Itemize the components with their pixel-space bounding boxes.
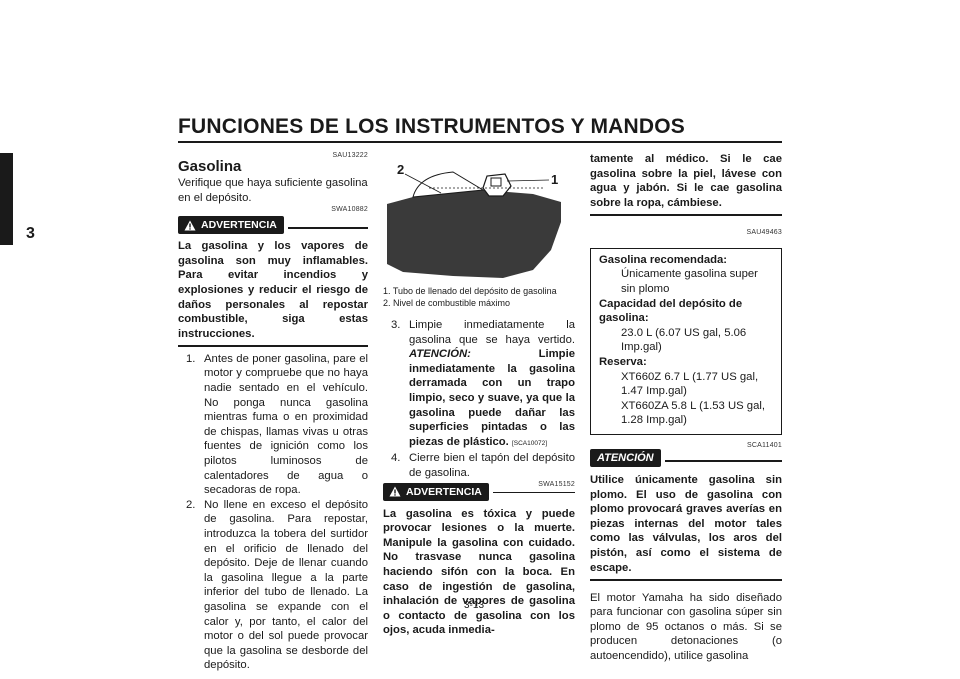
page-title: FUNCIONES DE LOS INSTRUMENTOS Y MANDOS xyxy=(178,115,685,138)
spec-recommended-label: Gasolina recomendada: xyxy=(599,253,728,266)
warning-end-rule xyxy=(590,214,782,216)
fuel-spec-box: Gasolina recomendada: Únicamente gasolin… xyxy=(590,247,782,435)
page-number: 3-13 xyxy=(464,600,485,611)
figure-caption-2: 2. Nivel de combustible máximo xyxy=(383,298,511,308)
column-2: 2 1 1. Tubo de llenado del depósito de g… xyxy=(383,152,575,638)
spec-code: SAU49463 xyxy=(746,228,782,236)
step-3: 3. Limpie inmediatamente la gasolina que… xyxy=(383,318,575,451)
warning-header-2: ADVERTENCIA SWA15152 xyxy=(383,480,575,501)
column-1: SAU13222 Gasolina Verifique que haya suf… xyxy=(178,152,368,673)
title-rule xyxy=(178,141,782,143)
warning-triangle-icon xyxy=(184,220,196,231)
spec-reserve-value-1: XT660Z 6.7 L (1.77 US gal, 1.47 Imp.gal) xyxy=(621,370,759,398)
list-item: 2. No llene en exceso el depósito de gaso… xyxy=(186,498,368,673)
fuel-tank-illustration: 2 1 xyxy=(387,162,561,278)
warning-code: SWA15152 xyxy=(538,480,575,488)
spec-recommended-value: Únicamente gasolina super sin plomo xyxy=(621,268,758,296)
attention-header: ATENCIÓN xyxy=(590,449,782,467)
attention-rule xyxy=(664,460,782,462)
warning-badge: ADVERTENCIA xyxy=(178,216,284,235)
section-heading: Gasolina xyxy=(178,158,242,175)
warning-rule xyxy=(492,491,575,494)
chapter-number: 3 xyxy=(26,225,35,242)
intro-text: Verifique que haya suficiente gasolina e… xyxy=(178,177,368,204)
callout-2: 2 xyxy=(397,162,404,177)
section-code: SAU13222 xyxy=(332,152,368,159)
warning-text-2: La gasolina es tóxica y puede provocar l… xyxy=(383,507,575,637)
step-text: Cierre bien el tapón del depósito de gas… xyxy=(409,452,575,479)
step-number: 4. xyxy=(391,452,401,465)
warning-triangle-icon xyxy=(389,486,401,497)
spec-reserve-label: Reserva: xyxy=(599,356,647,369)
step-3-code: [SCA10072] xyxy=(511,439,548,447)
attention-code: SCA11401 xyxy=(747,442,782,449)
attention-inline: ATENCIÓN: xyxy=(409,348,471,361)
step-text: Limpie inmediatamente la gasolina que se… xyxy=(409,319,575,346)
warning-code: SWA10882 xyxy=(331,206,368,214)
warning-rule xyxy=(287,227,368,229)
column-3: tamente al médico. Si le cae gasolina so… xyxy=(590,152,782,664)
warning-header: ADVERTENCIA xyxy=(178,216,368,235)
steps-list: 1. Antes de poner gasolina, pare el motor… xyxy=(178,352,368,673)
step-number: 2. xyxy=(186,498,196,511)
body-text: El motor Yamaha ha sido diseñado para fu… xyxy=(590,591,782,663)
spec-capacity-label: Capacidad del depósito de gasolina: xyxy=(599,297,743,325)
attention-end-rule xyxy=(590,579,782,581)
step-number: 3. xyxy=(391,319,401,331)
step-4: 4. Cierre bien el tapón del depósito de … xyxy=(383,451,575,480)
step-text: No llene en exceso el depósito de gasoli… xyxy=(204,498,368,672)
step-3-bold-text: Limpie inmediatamente la gasolina derram… xyxy=(409,348,575,448)
warning-label: ADVERTENCIA xyxy=(201,219,277,232)
warning-text: La gasolina y los vapores de gasolina so… xyxy=(178,240,368,340)
step-number: 1. xyxy=(186,352,196,365)
warning-continued-text: tamente al médico. Si le cae gasolina so… xyxy=(590,153,782,209)
chapter-tab xyxy=(0,153,13,245)
warning-badge: ADVERTENCIA xyxy=(383,482,489,501)
warning-label: ADVERTENCIA xyxy=(406,485,482,498)
callout-1: 1 xyxy=(551,172,558,187)
attention-text: Utilice únicamente gasolina sin plomo. E… xyxy=(590,474,782,574)
attention-badge: ATENCIÓN xyxy=(590,449,661,467)
spec-capacity-value: 23.0 L (6.07 US gal, 5.06 Imp.gal) xyxy=(621,326,747,354)
list-item: 1. Antes de poner gasolina, pare el motor… xyxy=(186,352,368,498)
warning-end-rule xyxy=(178,345,368,347)
spec-reserve-value-2: XT660ZA 5.8 L (1.53 US gal, 1.28 Imp.gal… xyxy=(621,399,766,427)
step-text: Antes de poner gasolina, pare el motor y… xyxy=(204,352,368,497)
figure-caption-1: 1. Tubo de llenado del depósito de gasol… xyxy=(383,286,557,296)
